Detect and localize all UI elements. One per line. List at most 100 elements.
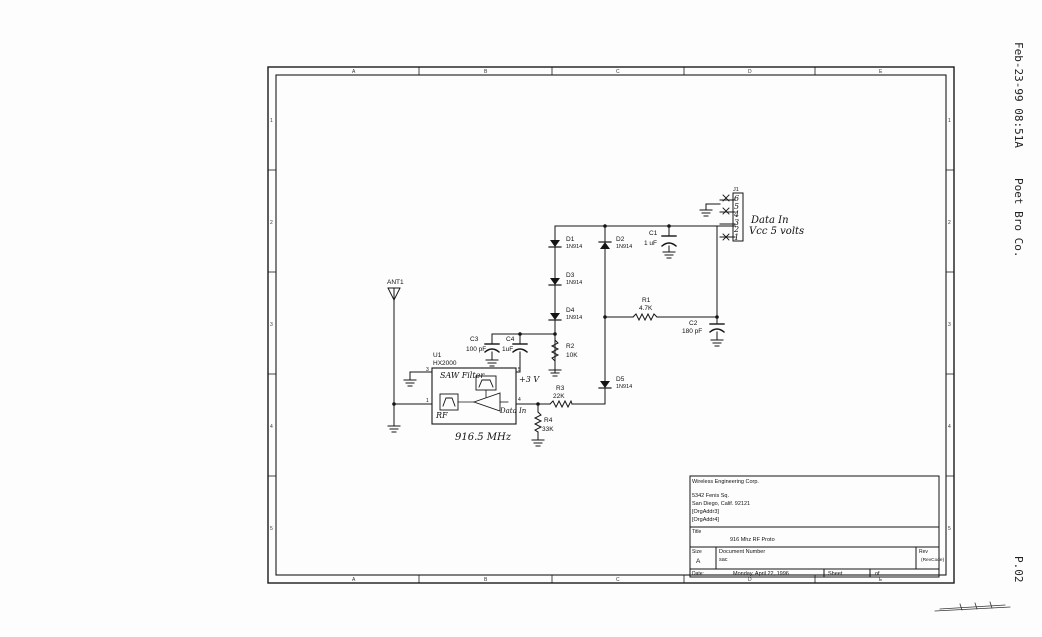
d2-value: 1N914 <box>616 244 632 250</box>
c4-ref: C4 <box>506 336 515 343</box>
zone-top-c: C <box>616 69 620 75</box>
d2-ref: D2 <box>616 236 625 243</box>
ground-symbols <box>387 209 724 447</box>
tb-size: A <box>696 558 701 565</box>
tb-title-label: Title <box>692 529 701 535</box>
r2-ref: R2 <box>566 343 575 350</box>
j1-pin-4: 4 <box>733 210 739 219</box>
r3-ref: R3 <box>556 385 565 392</box>
tb-date-label: Date: <box>692 571 704 577</box>
r4-value: 33K <box>542 426 554 433</box>
r4-ref: R4 <box>544 417 553 424</box>
resistor-r4 <box>533 411 543 433</box>
u1-module <box>431 367 517 425</box>
resistor-r1 <box>632 312 658 322</box>
u1-saw-filter-note: SAW Filter <box>440 371 485 380</box>
j1-note-data-in: Data In <box>750 215 789 226</box>
tb-date: Monday, April 22, 1996 <box>733 571 789 577</box>
zone-left-2: 2 <box>270 220 273 226</box>
j1-pin-2: 2 <box>733 225 739 234</box>
zone-left-1: 1 <box>270 118 273 124</box>
u1-part: HX2000 <box>433 360 457 367</box>
u1-data-in-label: Data In <box>499 407 527 415</box>
zone-left-4: 4 <box>270 424 273 430</box>
tb-company: Wireless Engineering Corp. <box>692 479 759 485</box>
c2-value: 180 pF <box>682 328 702 335</box>
j1-connector <box>722 192 744 242</box>
zone-top-b: B <box>484 69 488 75</box>
c3-value: 100 pF <box>466 346 486 353</box>
zone-bottom-b: B <box>484 577 488 583</box>
capacitor-c1 <box>661 235 677 247</box>
zone-right-4: 4 <box>948 424 951 430</box>
zone-ticks <box>267 66 955 584</box>
tb-docnum-label: Document Number <box>719 549 765 555</box>
fax-sender: Poet Bro Co. <box>1012 178 1025 257</box>
zone-left-3: 3 <box>270 322 273 328</box>
zone-left-5: 5 <box>270 526 273 532</box>
tb-size-label: Size <box>692 549 702 555</box>
c4-value: 1uF <box>502 346 513 353</box>
resistor-r3 <box>549 399 573 409</box>
fax-page-number: P.02 <box>1012 556 1025 583</box>
scan-smudge <box>934 601 1011 612</box>
r3-value: 22K <box>553 393 565 400</box>
title-block-frame <box>689 475 940 578</box>
d3-ref: D3 <box>566 272 575 279</box>
schematic-wires <box>393 199 736 441</box>
tb-org-addr-3: [OrgAddr3] <box>692 509 719 515</box>
u1-pin-5: 5 <box>518 367 521 373</box>
r2-value: 10K <box>566 352 578 359</box>
tb-rev: (RevCode) <box>921 557 945 563</box>
u1-pin-1: 1 <box>426 398 429 404</box>
tb-rev-label: Rev <box>919 549 928 555</box>
u1-pin-4: 4 <box>518 397 521 403</box>
j1-pin-5: 5 <box>734 202 739 211</box>
c1-value: 1 uF <box>644 240 657 247</box>
capacitor-c4 <box>512 343 528 353</box>
tb-docnum: sac <box>719 557 728 563</box>
u1-ref: U1 <box>433 352 442 359</box>
zone-right-1: 1 <box>948 118 951 124</box>
d4-value: 1N914 <box>566 315 582 321</box>
tb-address-1: 5342 Fenis Sq. <box>692 493 729 499</box>
diode-d5 <box>598 381 612 389</box>
tb-address-2: San Diego, Calif. 92121 <box>692 501 750 507</box>
sheet-border <box>267 66 955 584</box>
diode-d2 <box>598 241 612 249</box>
d4-ref: D4 <box>566 307 575 314</box>
j1-ref: J1 <box>733 187 739 193</box>
zone-top-d: D <box>748 69 752 75</box>
u1-pin-3: 3 <box>426 367 429 373</box>
r1-ref: R1 <box>642 297 651 304</box>
tb-org-addr-4: [OrgAddr4] <box>692 517 719 523</box>
zone-right-3: 3 <box>948 322 951 328</box>
c3-ref: C3 <box>470 336 479 343</box>
u1-supply-note: +3 V <box>519 375 540 384</box>
d5-ref: D5 <box>616 376 625 383</box>
fax-date-time: Feb-23-99 08:51A <box>1012 42 1025 148</box>
j1-pin-1: 1 <box>734 233 739 242</box>
zone-bottom-e: E <box>879 577 883 583</box>
zone-bottom-a: A <box>352 577 356 583</box>
resistor-r2 <box>550 333 560 371</box>
j1-note-vcc: Vcc 5 volts <box>749 226 804 237</box>
r1-value: 4.7K <box>639 305 653 312</box>
antenna-symbol <box>387 287 401 301</box>
fax-header: Feb-23-99 08:51A Poet Bro Co. P.02 <box>1012 42 1025 583</box>
ant1-ref: ANT1 <box>387 279 404 286</box>
capacitor-c2 <box>709 323 725 333</box>
u1-rf-label: RF <box>435 411 448 420</box>
diode-d4 <box>548 313 562 321</box>
tb-title: 916 Mhz RF Proto <box>730 537 775 543</box>
j1-pin-3: 3 <box>734 218 739 227</box>
zone-right-2: 2 <box>948 220 951 226</box>
zone-top-a: A <box>352 69 356 75</box>
d1-ref: D1 <box>566 236 575 243</box>
zone-bottom-c: C <box>616 577 620 583</box>
d1-value: 1N914 <box>566 244 582 250</box>
zone-bottom-d: D <box>748 577 752 583</box>
d5-value: 1N914 <box>616 384 632 390</box>
